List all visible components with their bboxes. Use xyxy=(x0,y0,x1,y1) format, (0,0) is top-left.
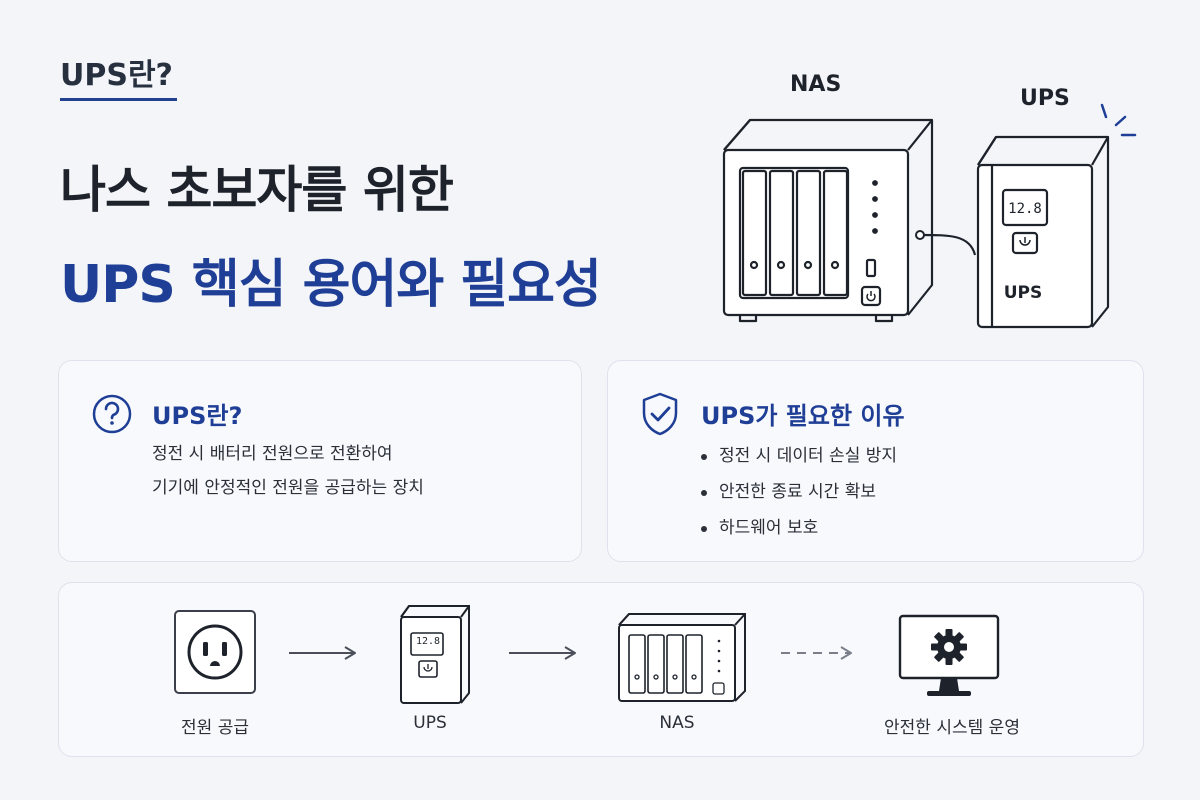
ups-device-icon xyxy=(976,135,1110,329)
hero-ups-label: UPS xyxy=(1020,86,1070,111)
flow-step-label: 전원 공급 xyxy=(181,718,249,738)
question-circle-icon xyxy=(92,394,132,434)
card-what-description: 정전 시 배터리 전원으로 전환하여 기기에 안정적인 전원을 공급하는 장치 xyxy=(152,437,424,505)
list-item: 하드웨어 보호 xyxy=(701,510,897,546)
flow-step-label: 안전한 시스템 운영 xyxy=(884,718,1020,738)
nas-device-icon xyxy=(618,613,746,702)
flow-step-label: NAS xyxy=(659,713,695,733)
flow-step-label: UPS xyxy=(413,713,447,733)
card-what-is-ups: UPS란? 정전 시 배터리 전원으로 전환하여 기기에 안정적인 전원을 공급… xyxy=(58,360,582,562)
page-title-line1: 나스 초보자를 위한 xyxy=(60,161,454,219)
card-power-flow: 전원 공급 12.8 UPS NAS xyxy=(58,582,1144,757)
card-what-line: 정전 시 배터리 전원으로 전환하여 xyxy=(152,444,393,464)
hero-ups-body-label: UPS xyxy=(1004,283,1043,303)
card-what-title: UPS란? xyxy=(152,402,243,430)
card-why-list: 정전 시 데이터 손실 방지 안전한 종료 시간 확보 하드웨어 보호 xyxy=(701,438,897,546)
hero-nas-label: NAS xyxy=(790,72,842,97)
power-outlet-icon xyxy=(174,610,256,694)
card-why-title: UPS가 필요한 이유 xyxy=(701,402,905,430)
monitor-gear-icon xyxy=(898,614,1000,696)
eyebrow-label: UPS란? xyxy=(60,58,173,93)
card-why-ups: UPS가 필요한 이유 정전 시 데이터 손실 방지 안전한 종료 시간 확보 … xyxy=(607,360,1144,562)
power-cable xyxy=(921,233,977,256)
signal-marks-icon xyxy=(1100,103,1137,137)
arrow-right-icon xyxy=(289,646,356,660)
shield-check-icon xyxy=(642,392,678,436)
arrow-right-icon xyxy=(509,646,576,660)
list-item: 정전 시 데이터 손실 방지 xyxy=(701,438,897,474)
hero-illustration: 12.8 UPS xyxy=(722,103,1137,329)
ups-device-icon xyxy=(400,605,470,704)
page-title-line2: UPS 핵심 용어와 필요성 xyxy=(60,255,602,315)
dashed-arrow-right-icon xyxy=(781,646,852,660)
list-item: 안전한 종료 시간 확보 xyxy=(701,474,897,510)
flow-ups-display: 12.8 xyxy=(415,636,441,647)
card-what-line: 기기에 안정적인 전원을 공급하는 장치 xyxy=(152,478,424,498)
hero-ups-display: 12.8 xyxy=(1008,201,1042,217)
nas-device-icon xyxy=(722,118,934,323)
eyebrow-underline xyxy=(60,98,177,101)
